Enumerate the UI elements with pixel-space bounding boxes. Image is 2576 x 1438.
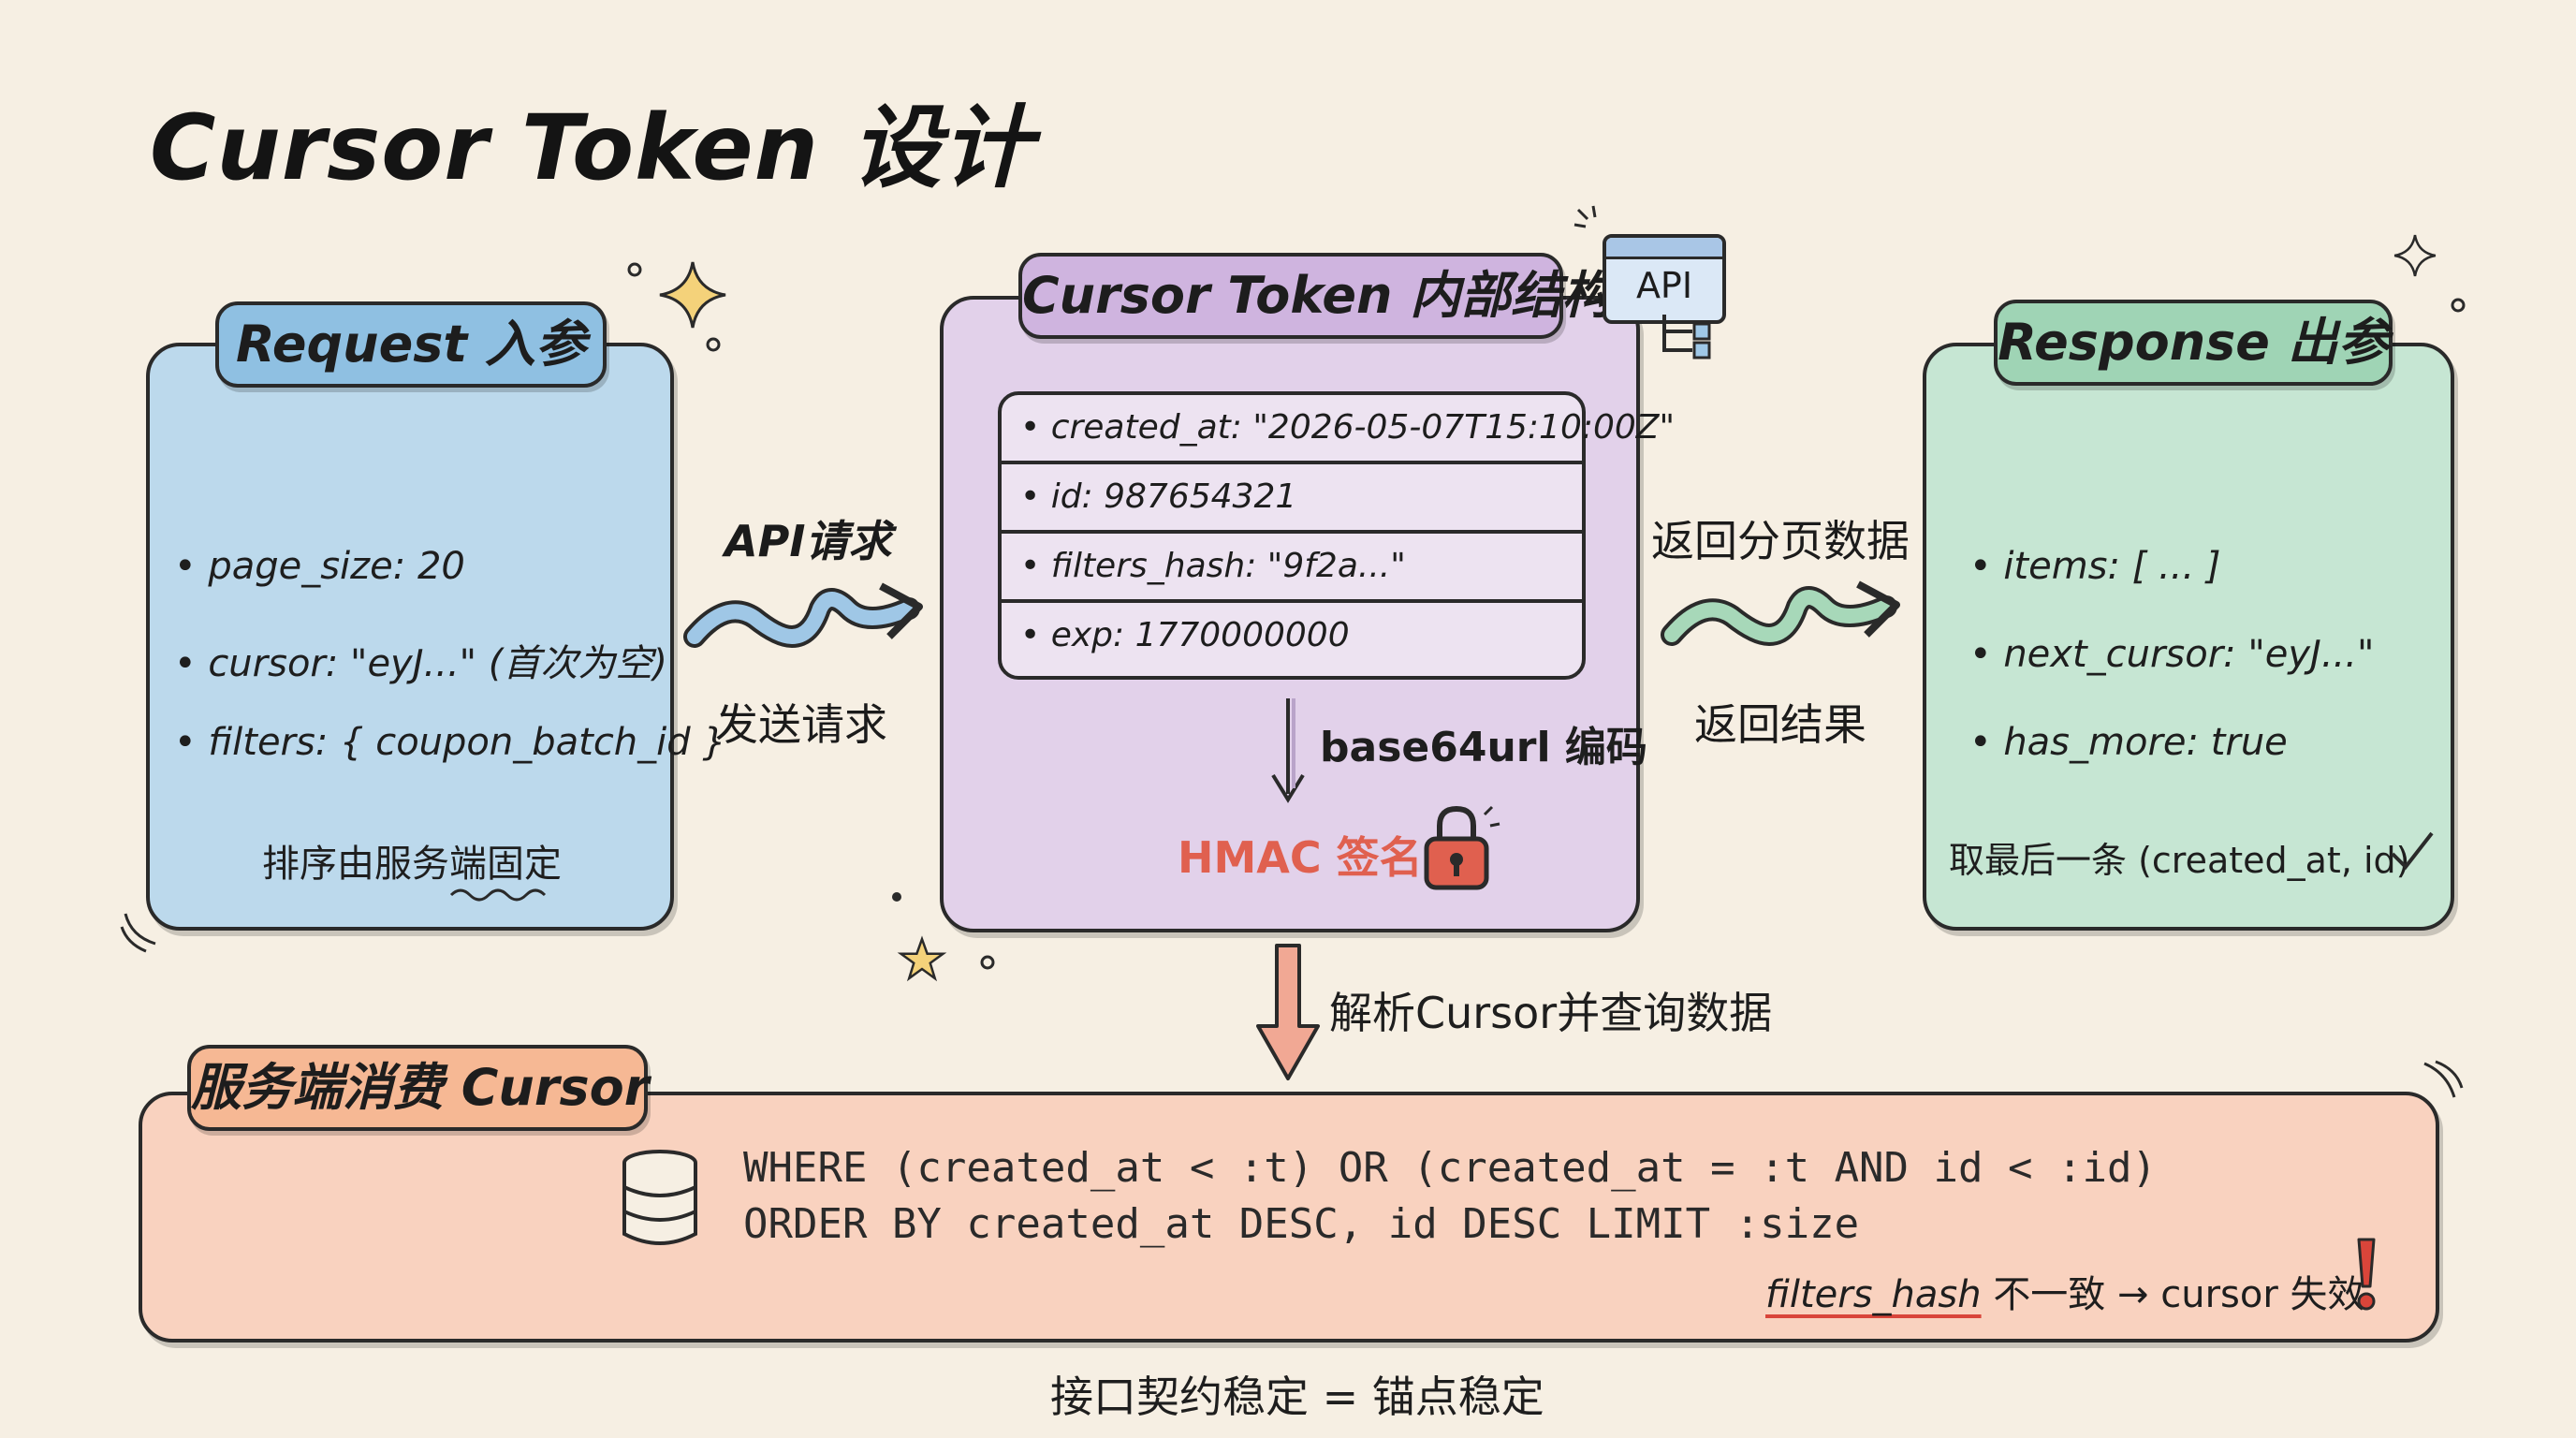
dot-decoration [627, 262, 642, 277]
sql-where-line: WHERE (created_at < :t) OR (created_at =… [743, 1144, 2157, 1192]
token-fields-box: created_at: "2026-05-07T15:10:00Z" id: 9… [998, 391, 1675, 680]
response-item-items: items: [ ... ] [1969, 545, 2220, 588]
server-tab: 服务端消费 Cursor [187, 1045, 649, 1131]
sparkle-icon [2393, 234, 2437, 277]
sql-order-line: ORDER BY created_at DESC, id DESC LIMIT … [743, 1200, 1860, 1248]
warn-line: filters_hash 不一致 → cursor 失效 [1765, 1264, 2365, 1318]
token-field-filters-hash: filters_hash: "9f2a..." [1002, 534, 1582, 603]
request-tab: Request 入参 [215, 301, 607, 388]
request-item-page-size: page_size: 20 [174, 545, 465, 588]
arrow-left-bottom-label: 发送请求 [715, 699, 887, 750]
dot-decoration [2451, 298, 2466, 313]
response-item-has-more: has_more: true [1969, 721, 2287, 764]
token-field-id: id: 987654321 [1002, 464, 1582, 534]
lock-icon [1424, 805, 1500, 890]
check-icon [2391, 831, 2434, 871]
motion-lines [2423, 1060, 2464, 1098]
arrow-left-top-label: API请求 [724, 516, 892, 566]
response-tab: Response 出参 [1994, 300, 2393, 386]
sparkle-icon [659, 261, 726, 329]
token-tab: Cursor Token 内部结构 [1018, 253, 1612, 339]
arrow-right-bottom-label: 返回结果 [1694, 699, 1866, 750]
parse-label: 解析Cursor并查询数据 [1329, 988, 1773, 1038]
exclamation-icon [2357, 1238, 2376, 1311]
sparkle-icon [897, 935, 947, 982]
request-note: 排序由服务端固定 [262, 843, 562, 886]
api-icon: API [1603, 234, 1726, 324]
arrow-right-top-label: 返回分页数据 [1651, 516, 1910, 566]
page-title: Cursor Token 设计 [150, 95, 1033, 200]
token-field-created-at: created_at: "2026-05-07T15:10:00Z" [1002, 395, 1675, 464]
database-icon [622, 1150, 697, 1245]
arrow-down-icon [1256, 944, 1320, 1080]
spark-lines [1573, 205, 1597, 228]
footer-note: 接口契约稳定 = 锚点稳定 [1050, 1372, 1544, 1422]
dot-decoration [892, 892, 901, 902]
request-item-filters: filters: { coupon_batch_id } [174, 721, 726, 764]
token-encode-label: base64url 编码 [1320, 724, 1647, 771]
server-panel [139, 1092, 2439, 1343]
dot-decoration [706, 337, 721, 352]
api-badge-text: API [1635, 265, 1693, 306]
squiggle-underline [449, 888, 547, 902]
arrow-right-icon [683, 582, 923, 649]
token-field-exp: exp: 1770000000 [1002, 603, 1582, 668]
response-item-next-cursor: next_cursor: "eyJ..." [1969, 633, 2374, 676]
api-tree-icon [1662, 315, 1711, 360]
arrow-down-icon [1271, 698, 1305, 803]
motion-lines [120, 913, 156, 953]
request-item-cursor: cursor: "eyJ..." (首次为空) [174, 633, 667, 687]
token-hmac-label: HMAC 签名 [1178, 832, 1423, 883]
response-note: 取最后一条 (created_at, id) [1949, 840, 2410, 881]
dot-decoration [980, 955, 995, 970]
warn-text: 不一致 → cursor 失效 [1993, 1273, 2365, 1316]
warn-key: filters_hash [1765, 1273, 1982, 1316]
arrow-right-icon [1661, 580, 1900, 647]
